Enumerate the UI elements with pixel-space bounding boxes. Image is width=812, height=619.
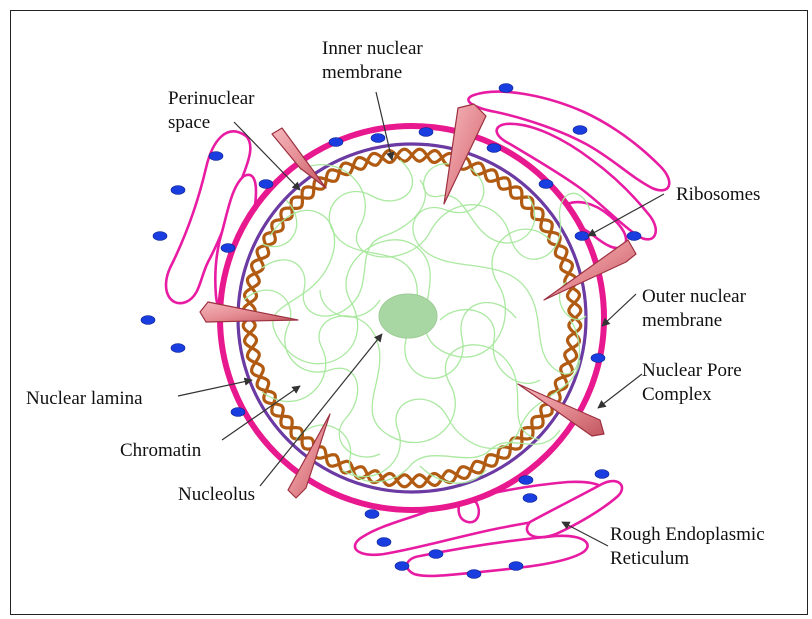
- ribosome: [467, 570, 481, 579]
- label-line: Reticulum: [610, 548, 689, 569]
- ribosome: [371, 134, 385, 143]
- label-line: space: [168, 112, 210, 133]
- ribosome: [209, 152, 223, 161]
- leader-outer-membrane: [602, 294, 636, 326]
- label-line: Nuclear Pore: [642, 360, 742, 381]
- label-perinuclear-space: Perinuclear space: [168, 88, 259, 133]
- label-line: Outer nuclear: [642, 286, 747, 307]
- label-line: membrane: [322, 62, 402, 83]
- ribosome: [627, 232, 641, 241]
- ribosome: [591, 354, 605, 363]
- ribosome: [329, 138, 343, 147]
- ribosome: [419, 128, 433, 137]
- label-ribosomes: Ribosomes: [676, 184, 760, 205]
- label-inner-nuclear-membrane: Inner nuclear membrane: [322, 38, 428, 83]
- ribosome: [509, 562, 523, 571]
- label-line: Ribosomes: [676, 184, 760, 205]
- label-line: Rough Endoplasmic: [610, 524, 765, 545]
- label-rough-endoplasmic-reticulum: Rough Endoplasmic Reticulum: [610, 524, 769, 569]
- ribosome: [221, 244, 235, 253]
- ribosome: [171, 344, 185, 353]
- ribosome: [395, 562, 409, 571]
- ribosome: [595, 470, 609, 479]
- ribosome: [141, 316, 155, 325]
- label-line: membrane: [642, 310, 722, 331]
- ribosome: [573, 126, 587, 135]
- ribosome: [171, 186, 185, 195]
- label-nuclear-lamina: Nuclear lamina: [26, 388, 143, 409]
- label-nucleolus: Nucleolus: [178, 484, 255, 505]
- nucleolus: [379, 294, 437, 338]
- ribosome: [499, 84, 513, 93]
- label-line: Nucleolus: [178, 484, 255, 505]
- ribosome: [231, 408, 245, 417]
- label-outer-nuclear-membrane: Outer nuclear membrane: [642, 286, 751, 331]
- ribosome: [487, 144, 501, 153]
- ribosome: [153, 232, 167, 241]
- label-line: Nuclear lamina: [26, 388, 143, 409]
- label-chromatin: Chromatin: [120, 440, 202, 461]
- ribosome: [429, 550, 443, 559]
- ribosome: [377, 538, 391, 547]
- ribosome: [523, 494, 537, 503]
- ribosome: [519, 476, 533, 485]
- label-line: Complex: [642, 384, 712, 405]
- ribosome: [259, 180, 273, 189]
- ribosome: [575, 232, 589, 241]
- label-line: Chromatin: [120, 440, 202, 461]
- ribosome: [365, 510, 379, 519]
- label-nuclear-pore-complex: Nuclear Pore Complex: [642, 360, 746, 405]
- leader-nuclear-pore-complex: [598, 374, 642, 408]
- label-line: Perinuclear: [168, 88, 255, 109]
- label-line: Inner nuclear: [322, 38, 423, 59]
- ribosome: [539, 180, 553, 189]
